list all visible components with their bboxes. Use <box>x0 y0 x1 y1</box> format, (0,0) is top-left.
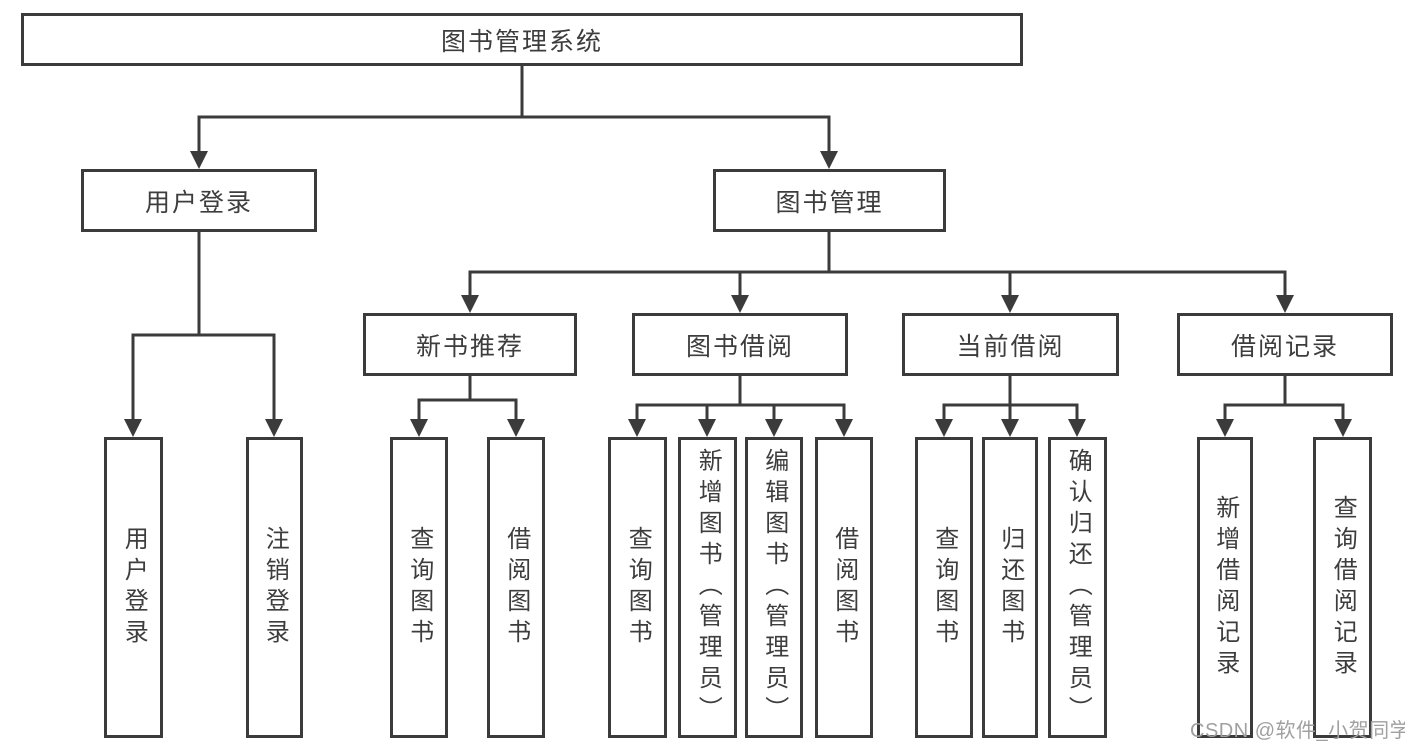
node-label: 注销登录 <box>261 525 289 650</box>
node-label: 确认归还（管理员） <box>1064 448 1092 727</box>
node-label: 图书管理系统 <box>440 27 603 56</box>
connector-root-to-level2 <box>190 64 838 169</box>
leaf-add-borrow-record: 新增借阅记录 <box>1197 437 1253 738</box>
node-label: 图书借阅 <box>685 332 794 361</box>
node-label: 查询图书 <box>930 525 958 650</box>
node-label: 借阅记录 <box>1230 332 1339 361</box>
connector-new-book-recommendation-children <box>410 374 525 437</box>
node-borrowing-records: 借阅记录 <box>1177 313 1393 376</box>
connector-user-login-children <box>124 230 283 437</box>
node-book-borrowing: 图书借阅 <box>632 313 848 376</box>
leaf-add-books-admin: 新增图书（管理员） <box>678 437 737 738</box>
node-new-book-recommendation: 新书推荐 <box>363 313 577 376</box>
node-label: 查询借阅记录 <box>1329 494 1357 681</box>
node-library-management-system: 图书管理系统 <box>21 13 1023 66</box>
node-label: 编辑图书（管理员） <box>760 448 788 727</box>
node-label: 借阅图书 <box>502 525 530 650</box>
leaf-confirm-return-admin: 确认归还（管理员） <box>1048 437 1107 738</box>
leaf-query-books-recommend: 查询图书 <box>390 437 448 738</box>
connector-borrowing-records-children <box>1216 374 1352 437</box>
node-label: 借阅图书 <box>830 525 858 650</box>
node-label: 用户登录 <box>120 525 148 650</box>
leaf-borrow-books-recommend: 借阅图书 <box>487 437 545 738</box>
watermark: CSDN @软件_小贺同学 <box>1190 720 1405 742</box>
node-label: 查询图书 <box>405 525 433 650</box>
connector-book-management-children <box>461 230 1294 313</box>
node-label: 图书管理 <box>775 188 884 217</box>
leaf-borrow-books-borrowing: 借阅图书 <box>815 437 873 738</box>
leaf-user-login: 用户登录 <box>104 437 163 738</box>
node-label: 新增借阅记录 <box>1211 494 1239 681</box>
node-user-login: 用户登录 <box>81 169 317 232</box>
node-label: 查询图书 <box>624 525 652 650</box>
leaf-edit-books-admin: 编辑图书（管理员） <box>745 437 803 738</box>
leaf-query-books-borrowing: 查询图书 <box>608 437 667 738</box>
leaf-query-books-current: 查询图书 <box>915 437 973 738</box>
leaf-query-borrow-record: 查询借阅记录 <box>1313 437 1372 738</box>
node-label: 新增图书（管理员） <box>694 448 722 727</box>
leaf-logout: 注销登录 <box>246 437 303 738</box>
node-label: 用户登录 <box>144 188 253 217</box>
node-label: 新书推荐 <box>415 332 524 361</box>
node-label: 归还图书 <box>996 525 1024 650</box>
node-book-management: 图书管理 <box>713 169 946 232</box>
connector-current-borrowing-children <box>935 374 1086 437</box>
node-label: 当前借阅 <box>956 332 1065 361</box>
connector-book-borrowing-children <box>628 374 853 437</box>
leaf-return-books: 归还图书 <box>982 437 1038 738</box>
node-current-borrowing: 当前借阅 <box>902 313 1119 376</box>
